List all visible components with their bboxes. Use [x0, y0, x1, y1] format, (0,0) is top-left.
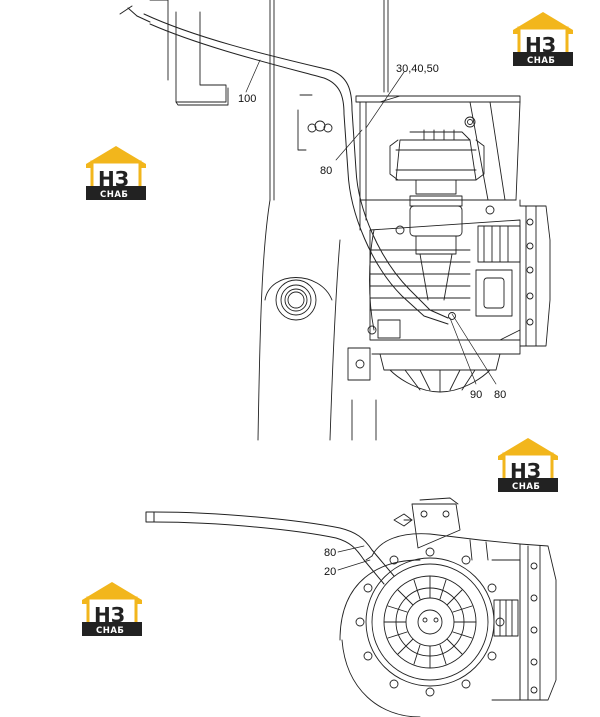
oil-pan-top [347, 319, 521, 393]
callout-80-middle: 80 [494, 389, 506, 401]
callout-20: 20 [324, 566, 336, 578]
dipstick-tube-bottom [145, 511, 395, 585]
callout-80-top: 80 [320, 165, 332, 177]
svg-text:СНАБ: СНАБ [512, 482, 540, 492]
watermark-logo-top-right: НЗ СНАБ [511, 10, 575, 68]
svg-text:СНАБ: СНАБ [96, 626, 124, 636]
frame-boss [275, 279, 317, 321]
svg-text:НЗ: НЗ [510, 459, 541, 483]
svg-text:СНАБ: СНАБ [100, 190, 128, 200]
svg-text:СНАБ: СНАБ [527, 56, 555, 66]
callout-90: 90 [470, 389, 482, 401]
callout-80-bottom: 80 [324, 547, 336, 559]
svg-text:НЗ: НЗ [525, 33, 556, 57]
leader-lines [245, 59, 497, 571]
watermark-logo-bottom-left: НЗ СНАБ [80, 580, 144, 638]
callout-30-40-50: 30,40,50 [396, 63, 439, 75]
transmission-housing-top [307, 95, 521, 231]
watermark-logo-left: НЗ СНАБ [84, 144, 148, 202]
svg-text:НЗ: НЗ [98, 167, 129, 191]
svg-text:НЗ: НЗ [94, 603, 125, 627]
transmission-body-top [367, 199, 551, 347]
frame-structure [149, 0, 389, 441]
watermark-logo-right-middle: НЗ СНАБ [496, 436, 560, 494]
dipstick-tube-top [119, 5, 449, 325]
transmission-bottom-view [339, 497, 557, 717]
callout-100: 100 [238, 93, 256, 105]
